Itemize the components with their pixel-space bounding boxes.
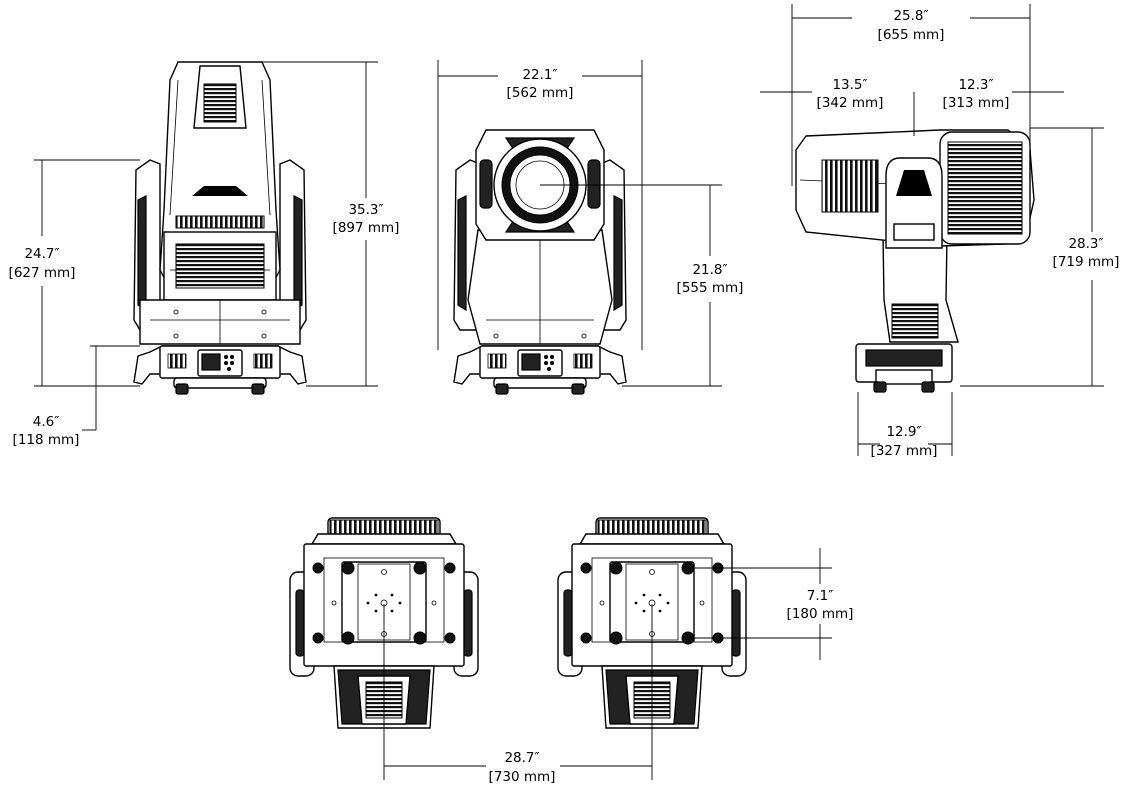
front2-lens-metric: [555 mm] bbox=[677, 280, 744, 296]
front-height-imperial: 35.3″ bbox=[348, 202, 383, 218]
side-view bbox=[795, 129, 1035, 393]
side-base-imperial: 12.9″ bbox=[886, 424, 921, 440]
side-length-metric: [655 mm] bbox=[878, 27, 945, 43]
side-rear-metric: [313 mm] bbox=[943, 95, 1010, 111]
side-height-metric: [719 mm] bbox=[1053, 254, 1120, 270]
side-front-imperial: 13.5″ bbox=[832, 77, 867, 93]
bottom-spacing-imperial: 28.7″ bbox=[504, 750, 539, 766]
side-height-imperial: 28.3″ bbox=[1068, 236, 1103, 252]
front-base-metric: [118 mm] bbox=[13, 432, 80, 448]
side-base-metric: [327 mm] bbox=[871, 443, 938, 459]
side-length-imperial: 25.8″ bbox=[893, 8, 928, 24]
front-view-2-base bbox=[453, 345, 627, 395]
front-view-head bbox=[133, 61, 307, 345]
front2-lens-imperial: 21.8″ bbox=[692, 262, 727, 278]
dimension-lines bbox=[34, 4, 1104, 780]
bottom-holes-metric: [180 mm] bbox=[787, 606, 854, 622]
front-height-metric: [897 mm] bbox=[333, 220, 400, 236]
bottom-holes-imperial: 7.1″ bbox=[807, 588, 834, 604]
front-handle-metric: [627 mm] bbox=[9, 265, 76, 281]
front-view-base bbox=[133, 345, 307, 395]
front2-width-imperial: 22.1″ bbox=[522, 67, 557, 83]
front-view-2-head bbox=[453, 129, 627, 345]
front-base-imperial: 4.6″ bbox=[33, 414, 60, 430]
side-front-metric: [342 mm] bbox=[817, 95, 884, 111]
front-handle-imperial: 24.7″ bbox=[24, 246, 59, 262]
front2-width-metric: [562 mm] bbox=[507, 85, 574, 101]
side-rear-imperial: 12.3″ bbox=[958, 77, 993, 93]
bottom-spacing-metric: [730 mm] bbox=[489, 769, 556, 785]
